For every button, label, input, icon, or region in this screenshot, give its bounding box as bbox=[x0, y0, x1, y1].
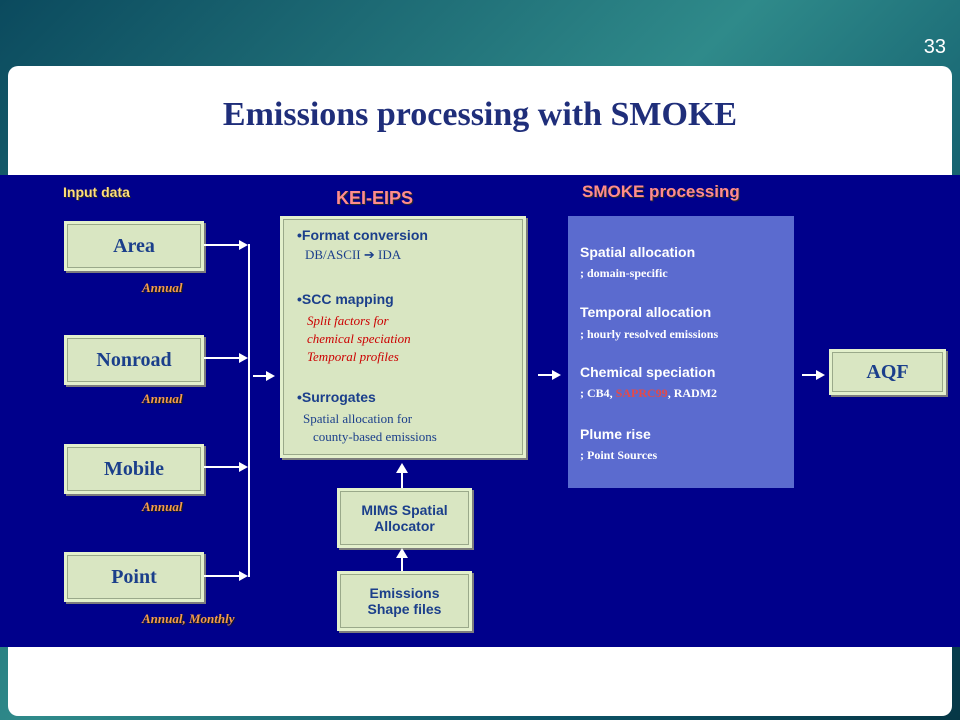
shape-files-line2: Shape files bbox=[367, 601, 442, 617]
connector-area bbox=[204, 244, 241, 246]
connector-nonroad bbox=[204, 357, 241, 359]
connector-mims-to-kei bbox=[401, 472, 403, 488]
emissions-shape-files-box: Emissions Shape files bbox=[337, 571, 472, 631]
shape-files-line1: Emissions bbox=[369, 585, 440, 601]
source-box-nonroad: Nonroad bbox=[64, 335, 204, 385]
bracket-line bbox=[248, 244, 250, 577]
arrow-head-shape-to-mims bbox=[396, 548, 408, 558]
arrow-head-mims-to-kei bbox=[396, 463, 408, 473]
smoke-detail-chemical-post: , RADM2 bbox=[667, 386, 718, 400]
kei-detail-spatial-allocation: Spatial allocation for bbox=[303, 411, 413, 426]
frequency-label-mobile: Annual bbox=[142, 499, 183, 514]
smoke-step-temporal: Temporal allocation bbox=[580, 304, 712, 320]
frequency-label-area: Annual bbox=[142, 280, 183, 295]
connector-shape-to-mims bbox=[401, 557, 403, 571]
smoke-step-spatial: Spatial allocation bbox=[580, 244, 696, 260]
connector-mobile bbox=[204, 466, 241, 468]
smoke-step-plume: Plume rise bbox=[580, 426, 651, 442]
arrow-head-area bbox=[239, 240, 248, 250]
kei-detail-county-based: county-based emissions bbox=[313, 429, 437, 444]
frequency-label-point: Annual, Monthly bbox=[142, 611, 235, 626]
mims-spatial-allocator-box: MIMS Spatial Allocator bbox=[337, 488, 472, 548]
smoke-detail-spatial: ; domain-specific bbox=[580, 266, 668, 280]
kei-item-scc-mapping: •SCC mapping bbox=[297, 291, 394, 307]
smoke-step-chemical: Chemical speciation bbox=[580, 364, 716, 380]
smoke-detail-chemical-pre: ; CB4, bbox=[580, 386, 616, 400]
connector-kei-to-smoke bbox=[538, 374, 554, 376]
connector-to-kei bbox=[253, 375, 268, 377]
connector-smoke-to-aqf bbox=[802, 374, 818, 376]
kei-eips-header: KEI-EIPS bbox=[336, 188, 414, 208]
slide-number: 33 bbox=[923, 36, 946, 58]
kei-item-format-conversion: •Format conversion bbox=[297, 227, 428, 243]
arrow-head-point bbox=[239, 571, 248, 581]
kei-item-surrogates: •Surrogates bbox=[297, 389, 376, 405]
smoke-detail-plume: ; Point Sources bbox=[580, 448, 658, 462]
arrow-head-nonroad bbox=[239, 353, 248, 363]
source-box-point: Point bbox=[64, 552, 204, 602]
input-data-header: Input data bbox=[63, 184, 130, 200]
connector-point bbox=[204, 575, 241, 577]
kei-eips-box: •Format conversion DB/ASCII ➔ IDA •SCC m… bbox=[280, 216, 526, 458]
kei-detail-format: DB/ASCII ➔ IDA bbox=[305, 247, 402, 262]
arrow-head-kei-to-smoke bbox=[552, 370, 561, 380]
source-box-mobile: Mobile bbox=[64, 444, 204, 494]
kei-detail-split-factors: Split factors for bbox=[307, 313, 389, 328]
source-box-area: Area bbox=[64, 221, 204, 271]
kei-detail-chemical-speciation: chemical speciation bbox=[307, 331, 411, 346]
kei-detail-temporal-profiles: Temporal profiles bbox=[307, 349, 399, 364]
smoke-processing-box: Spatial allocation ; domain-specific Tem… bbox=[568, 216, 794, 488]
slide-title: Emissions processing with SMOKE bbox=[222, 96, 738, 133]
mims-line2: Allocator bbox=[374, 518, 435, 534]
aqf-output-box: AQF bbox=[829, 349, 946, 395]
smoke-processing-header: SMOKE processing bbox=[582, 182, 740, 201]
arrow-head-smoke-to-aqf bbox=[816, 370, 825, 380]
smoke-detail-chemical: ; CB4, SAPRC99, RADM2 bbox=[580, 386, 717, 401]
arrow-head-to-kei bbox=[266, 371, 275, 381]
smoke-detail-chemical-highlight: SAPRC99 bbox=[615, 386, 668, 400]
arrow-head-mobile bbox=[239, 462, 248, 472]
smoke-detail-temporal: ; hourly resolved emissions bbox=[580, 327, 719, 341]
mims-line1: MIMS Spatial bbox=[361, 502, 448, 518]
frequency-label-nonroad: Annual bbox=[142, 391, 183, 406]
